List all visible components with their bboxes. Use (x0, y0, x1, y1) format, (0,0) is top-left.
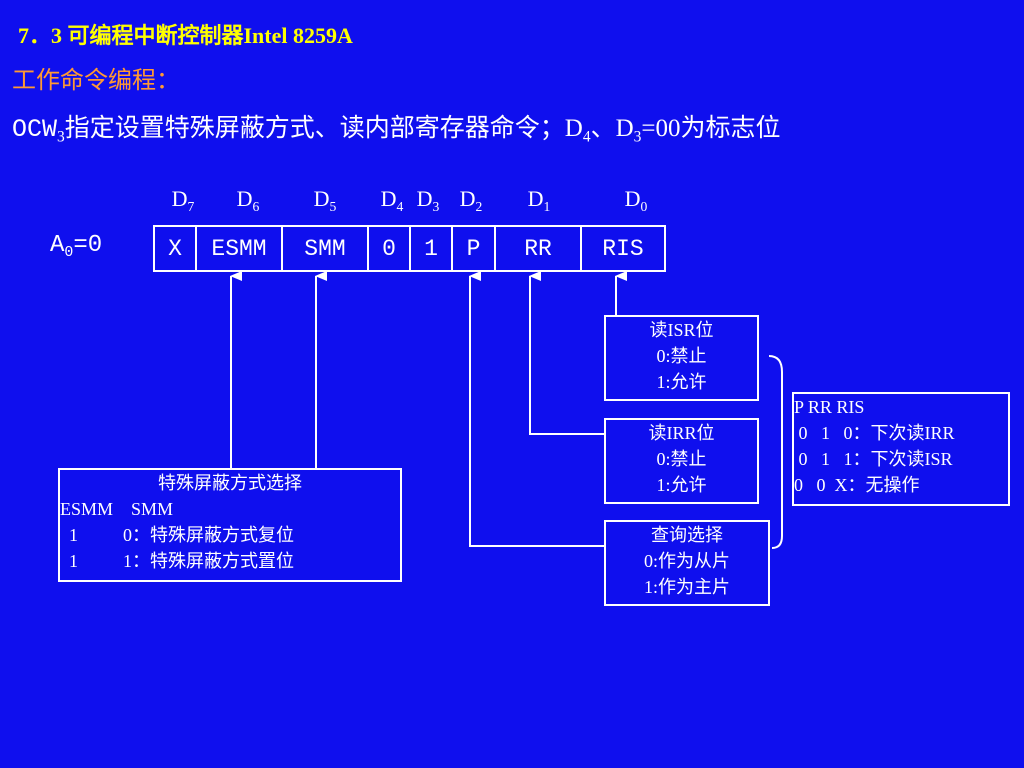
read-irr-title: 读IRR位 (648, 423, 715, 443)
read-register-row3: 0 0 X：无操作 (794, 475, 920, 495)
desc-sub2: 3 (633, 128, 642, 146)
read-isr-line1: 0:禁止 (656, 346, 707, 366)
bit-label-d0: D0 (624, 186, 648, 214)
desc-text3: =00为标志位 (641, 115, 781, 142)
section-subtitle: 工作命令编程： (12, 68, 180, 94)
rr-arrow (529, 271, 604, 435)
poll-select-line2: 1:作为主片 (643, 577, 730, 597)
reg-cell-ris: RIS (602, 235, 644, 262)
read-isr-box: 读ISR位 0:禁止 1:允许 (604, 315, 759, 401)
read-irr-line2: 1:允许 (656, 475, 707, 495)
read-register-row1: 0 1 0：下次读IRR (794, 423, 955, 443)
bit-label-d6: D6 (236, 186, 260, 214)
read-register-header: P RR RIS (794, 397, 865, 417)
desc-text2: 、D (590, 115, 634, 142)
reg-cell-d4: 0 (369, 227, 411, 270)
special-mask-row2: 1 1：特殊屏蔽方式置位 (60, 551, 294, 571)
poll-select-box: 查询选择 0:作为从片 1:作为主片 (604, 520, 770, 606)
reg-cell-smm: SMM (283, 227, 369, 270)
read-register-row2: 0 1 1：下次读ISR (794, 449, 953, 469)
poll-select-line1: 0:作为从片 (643, 551, 730, 571)
reg-cell-d3: 1 (411, 227, 453, 270)
special-mask-row1: 1 0：特殊屏蔽方式复位 (60, 525, 294, 545)
ocw3-description: OCW3指定设置特殊屏蔽方式、读内部寄存器命令；D4、D3=00为标志位 (12, 108, 781, 146)
ocw-prefix: OCW (12, 115, 58, 144)
bit-label-d5: D5 (313, 186, 337, 214)
reg-cell-rr: RR (496, 227, 582, 270)
ocw3-register: X ESMM SMM 0 1 P RR RIS (153, 225, 666, 272)
read-irr-box: 读IRR位 0:禁止 1:允许 (604, 418, 759, 504)
read-register-box: P RR RIS 0 1 0：下次读IRR 0 1 1：下次读ISR 0 0 X… (792, 392, 1010, 506)
ocw-prefix-sub: 3 (57, 128, 65, 146)
slide-title: 7．3 可编程中断控制器Intel 8259A (18, 23, 353, 48)
read-isr-title: 读ISR位 (649, 320, 714, 340)
bit-label-d7: D7 (171, 186, 195, 214)
a0-label: A0=0 (50, 232, 103, 262)
special-mask-box: 特殊屏蔽方式选择 ESMM SMM 1 0：特殊屏蔽方式复位 1 1：特殊屏蔽方… (58, 468, 402, 582)
desc-sub1: 4 (582, 128, 591, 146)
poll-select-title: 查询选择 (651, 525, 723, 545)
reg-cell-p: P (453, 227, 496, 270)
special-mask-title: 特殊屏蔽方式选择 (158, 473, 302, 493)
p-arrow (469, 271, 604, 547)
read-isr-line2: 1:允许 (656, 372, 707, 392)
bit-label-d2: D2 (459, 186, 483, 214)
desc-text1: 指定设置特殊屏蔽方式、读内部寄存器命令；D (64, 115, 583, 142)
reg-cell-x: X (155, 227, 197, 270)
bit-label-d3: D3 (416, 186, 440, 214)
read-irr-line1: 0:禁止 (656, 449, 707, 469)
reg-cell-esmm: ESMM (197, 227, 283, 270)
bit-label-d1: D1 (527, 186, 551, 214)
special-mask-header: ESMM SMM (60, 499, 174, 519)
group-brace (768, 355, 783, 549)
bit-label-d4: D4 (380, 186, 404, 214)
